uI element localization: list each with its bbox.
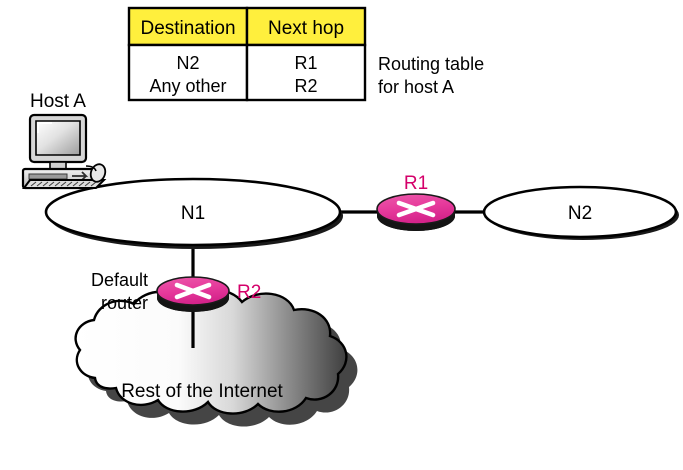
network-n1-label: N1 [181,203,205,224]
router-r1-label: R1 [404,173,428,194]
router-r1-group[interactable]: R1 [376,173,456,231]
cloud-shape [74,288,348,415]
router-r2-group[interactable]: R2 Default router [91,270,261,313]
n1-ellipse [44,177,342,247]
table-cell-r0c0: N2 [176,53,199,73]
monitor-screen [35,120,81,156]
router-x-icon [174,282,212,300]
drive-slot [28,173,68,180]
network-n2-group: N2 [482,185,679,240]
network-n1-group: N1 [44,177,343,249]
table-cell-r1c1: R2 [294,76,317,96]
routing-table-caption: Routing table for host A [378,54,484,97]
network-n2-label: N2 [568,203,592,224]
mouse-cable [85,165,97,172]
desktop-computer-icon [21,113,107,190]
router-x-icon [396,200,436,218]
host-a-group: Host A [21,91,107,190]
router-r2-label: R2 [237,282,261,303]
caption-line-1: Routing table [378,54,484,74]
table-column-header-1: Next hop [268,18,344,39]
table-body-cell-nexthop [245,43,367,102]
internet-cloud-label: Rest of the Internet [121,381,283,402]
table-cell-r0c1: R1 [294,53,317,73]
table-body-cell-destination [127,43,249,102]
caption-line-2: for host A [378,77,454,97]
default-router-label-line2: router [101,293,148,313]
n2-ellipse [482,185,678,239]
keyboard-keys [30,181,97,187]
screen-glint [37,122,52,133]
host-a-label: Host A [30,91,86,112]
table-column-header-0: Destination [140,18,235,39]
table-header-cell-destination [127,6,249,47]
internet-cloud-group: Rest of the Internet [74,288,358,427]
routing-table: Destination Next hop N2 R1 Any other R2 [127,6,367,102]
default-router-label-line1: Default [91,270,148,290]
table-cell-r1c0: Any other [149,76,226,96]
